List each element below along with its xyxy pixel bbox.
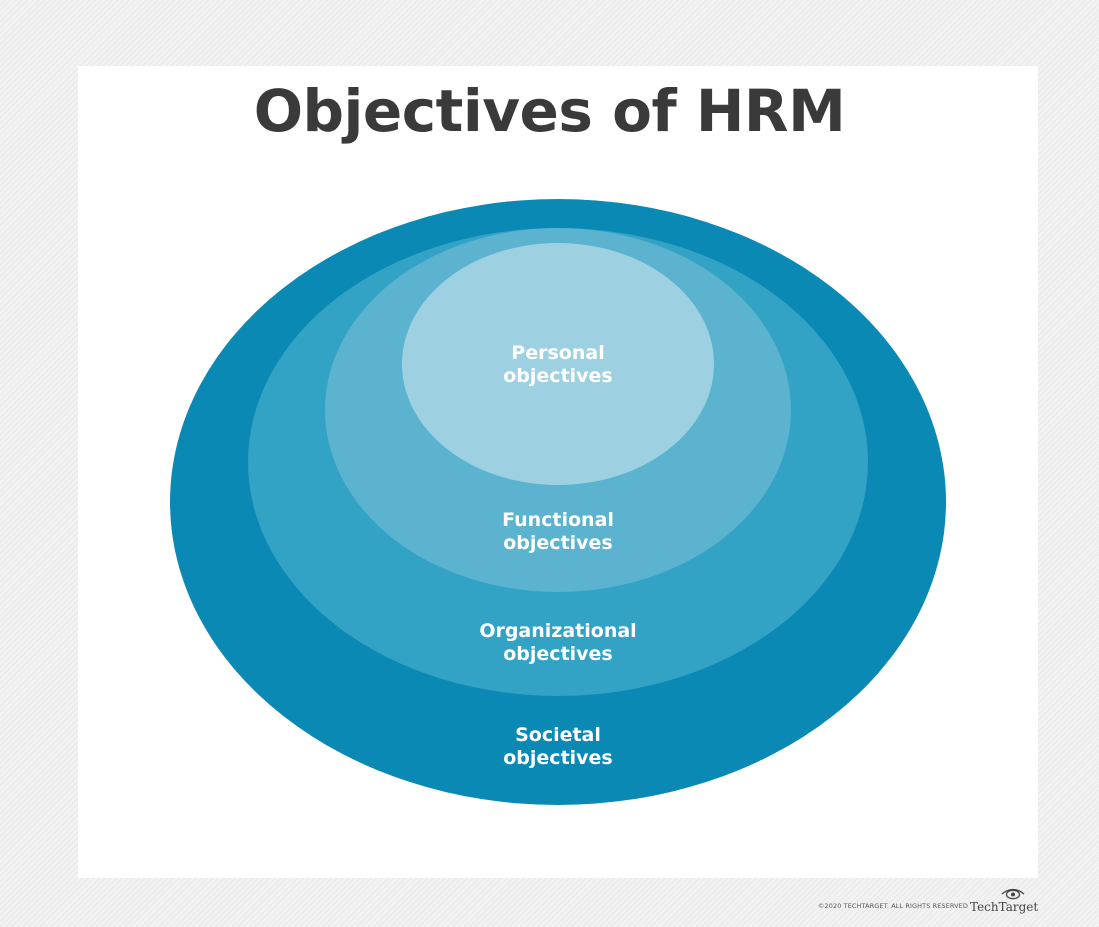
personal-label-line2: objectives — [503, 365, 613, 387]
functional-label-line2: objectives — [503, 532, 613, 554]
organizational-label-line2: objectives — [503, 643, 613, 665]
techtarget-logo: TechTarget — [970, 900, 1039, 914]
personal-label-line1: Personal — [511, 342, 605, 364]
societal-label-line1: Societal — [515, 724, 601, 746]
page-title: Objectives of HRM — [253, 77, 846, 145]
functional-objectives-label: Functional objectives — [388, 509, 728, 555]
societal-label-line2: objectives — [503, 747, 613, 769]
societal-objectives-label: Societal objectives — [388, 724, 728, 770]
functional-label-line1: Functional — [502, 509, 614, 531]
personal-ellipse — [402, 243, 714, 485]
copyright-text: ©2020 TECHTARGET. ALL RIGHTS RESERVED — [817, 902, 968, 910]
personal-objectives-label: Personal objectives — [388, 342, 728, 388]
organizational-label-line1: Organizational — [479, 620, 637, 642]
techtarget-eye-icon — [1001, 888, 1025, 900]
organizational-objectives-label: Organizational objectives — [388, 620, 728, 666]
